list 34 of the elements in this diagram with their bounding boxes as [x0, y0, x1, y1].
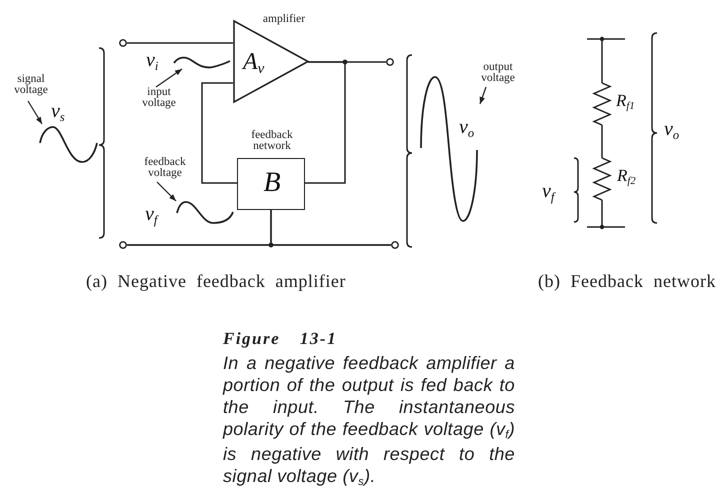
terminal-icon: [119, 39, 127, 47]
sine-wave: [176, 198, 234, 225]
component-label: feedback network: [250, 130, 294, 152]
sine-wave: [418, 74, 480, 224]
terminal-icon: [119, 241, 127, 249]
resistor-label: R$_{f2}$: [617, 167, 636, 185]
leader-arrow: [27, 100, 43, 124]
leader-arrow: [156, 68, 182, 88]
block-symbol: B: [262, 169, 282, 197]
voltage-label: input voltage: [139, 87, 179, 112]
figure-number: Figure 13-1: [223, 329, 338, 349]
voltage-symbol: v$_{o}$: [664, 119, 680, 139]
component-label: amplifier: [262, 14, 306, 25]
voltage-symbol: v$_{s}$: [51, 101, 65, 121]
wire: [127, 42, 233, 44]
voltage-label: signal voltage: [8, 74, 54, 100]
wire: [201, 82, 237, 184]
wire: [305, 61, 346, 184]
terminal-icon: [391, 241, 399, 249]
voltage-symbol: v$_{o}$: [459, 117, 474, 137]
voltage-label: feedback voltage: [139, 157, 191, 182]
figure-caption: In a negative feedback amplifier a portion of the output is fed back to the input. The instantaneous polarity of the feedback voltage (v$_{f}$) is negative with respect to the signal voltage (v$_{s}$).: [223, 352, 515, 490]
leader-arrow: [156, 182, 176, 202]
subfigure-caption: (a) Negative feedback amplifier: [86, 271, 346, 292]
wire: [270, 210, 391, 246]
sine-wave: [173, 55, 231, 69]
voltage-symbol: v$_{i}$: [146, 50, 158, 70]
gain-symbol: A$_{v}$: [243, 50, 264, 74]
voltage-label: output voltage: [476, 62, 520, 87]
subfigure-caption: (b) Feedback network: [538, 271, 716, 292]
terminal-icon: [386, 58, 394, 66]
sine-wave: [38, 124, 100, 166]
leader-arrow: [479, 86, 487, 104]
resistor-label: R$_{f1}$: [616, 92, 635, 110]
